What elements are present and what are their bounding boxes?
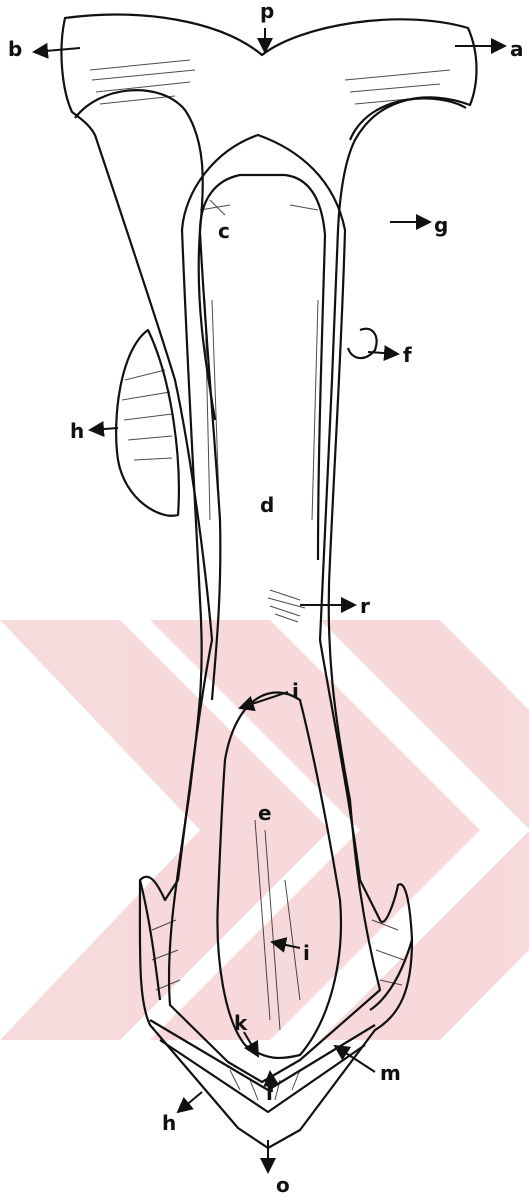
label-i-upper: i [292,679,299,703]
label-b: b [8,37,22,61]
label-g: g [434,213,448,237]
label-f: f [403,343,412,367]
label-k: k [234,1011,248,1035]
label-c: c [218,219,230,243]
label-h-lower: h [162,1111,176,1135]
label-p: p [260,0,274,23]
label-h-upper: h [70,419,84,443]
label-a: a [510,37,524,61]
label-d: d [260,493,274,517]
label-r: r [360,594,370,618]
label-m: m [380,1061,401,1085]
label-o: o [276,1173,290,1197]
label-e: e [258,801,272,825]
watermark-logo [0,620,529,1040]
label-i-lower: i [303,941,310,965]
label-l: l [266,1081,273,1105]
